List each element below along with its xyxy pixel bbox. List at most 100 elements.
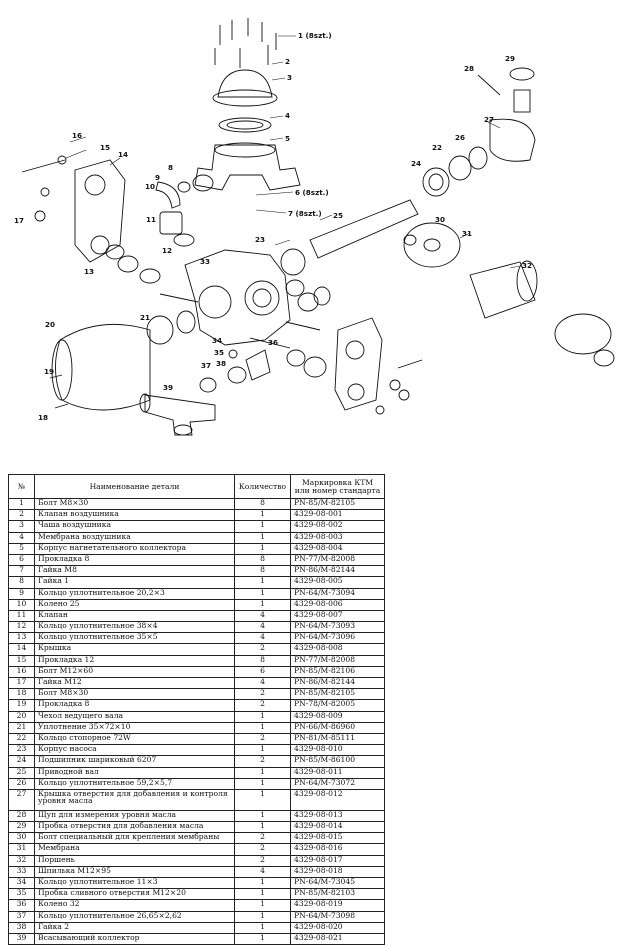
cell-part-name: Мембрана: [34, 843, 235, 856]
cell-part-name: Прокладка 12: [34, 654, 235, 667]
callout-35: 35: [214, 348, 224, 357]
cell-quantity: 1: [234, 788, 291, 811]
cell-part-name: Колено 32: [34, 899, 235, 912]
cell-part-name: Прокладка 8: [34, 553, 235, 567]
stud-33-b: [285, 321, 321, 331]
cell-part-name: Клапан воздушника: [34, 509, 235, 522]
callout-13: 13: [84, 267, 94, 276]
cell-standard: PN-64/M-73072: [290, 777, 385, 790]
cell-part-name: Кольцо уплотнительное 26,65×2,62: [34, 910, 235, 923]
cell-standard: 4329-08-021: [290, 932, 385, 945]
cell-number: 28: [8, 809, 35, 823]
ring-12-lower-right: [286, 349, 306, 367]
cell-standard: PN-77/M-82008: [290, 654, 385, 667]
cell-part-name: Всасывающий коллектор: [34, 932, 235, 945]
dipstick: [477, 74, 501, 96]
callout-11: 11: [146, 215, 156, 224]
cell-number: 37: [8, 910, 35, 923]
callout-27: 27: [484, 115, 494, 124]
nut-38: [199, 377, 217, 393]
ring-22-upper: [448, 155, 472, 181]
callout-21: 21: [140, 313, 150, 322]
cell-standard: PN-64/M-73094: [290, 587, 385, 600]
valve-11-upper: [159, 211, 183, 235]
cell-part-name: Крышка: [34, 643, 235, 656]
callout-31: 31: [462, 229, 472, 238]
cell-part-name: Прокладка 8: [34, 699, 235, 712]
cell-number: 7: [8, 565, 35, 578]
cell-quantity: 2: [234, 755, 291, 768]
shaft-cover: [55, 323, 151, 411]
cell-standard: 4329-08-013: [290, 809, 385, 823]
bolt-16-left: [21, 159, 66, 173]
cell-standard: PN-86/M-82144: [290, 676, 385, 690]
cell-number: 14: [8, 643, 35, 656]
cell-standard: 4329-08-006: [290, 598, 385, 611]
cell-quantity: 1: [234, 587, 291, 600]
cell-standard: PN-78/M-82005: [290, 699, 385, 712]
bolt-18-b: [54, 403, 69, 409]
cell-quantity: 2: [234, 643, 291, 656]
callout-15: 15: [100, 143, 110, 152]
callout-8: 8: [168, 163, 173, 172]
cell-quantity: 1: [234, 710, 291, 723]
cell-standard: PN-64/M-73096: [290, 632, 385, 645]
cell-part-name: Пробка сливного отверстия М12×20: [34, 888, 235, 901]
header-number: №: [8, 474, 35, 499]
cell-number: 24: [8, 755, 35, 768]
cell-number: 18: [8, 688, 35, 701]
ring-37: [227, 366, 247, 384]
callout-9: 9: [155, 173, 160, 182]
cell-quantity: 2: [234, 699, 291, 712]
bolt-30-right: [593, 349, 615, 367]
cell-quantity: 4: [234, 609, 291, 623]
piston: [469, 261, 536, 319]
dome-flange: [212, 89, 278, 107]
bearing-24-upper: [422, 167, 450, 197]
cell-number: 25: [8, 766, 35, 779]
callout-19: 19: [44, 367, 54, 376]
callout-1: 1 (8szt.): [298, 31, 332, 40]
callout-29: 29: [505, 54, 515, 63]
cell-part-name: Клапан: [34, 609, 235, 623]
cell-number: 33: [8, 865, 35, 879]
ring-13-left: [105, 244, 125, 260]
cell-quantity: 2: [234, 854, 291, 867]
cell-number: 6: [8, 553, 35, 567]
cell-number: 16: [8, 665, 35, 679]
cell-part-name: Кольцо уплотнительное 35×5: [34, 632, 235, 645]
callout-26: 26: [455, 133, 465, 142]
header-quantity: Количество: [234, 474, 291, 499]
cell-part-name: Кольцо уплотнительное 59,2×5,7: [34, 777, 235, 790]
callout-30: 30: [435, 215, 445, 224]
cell-quantity: 4: [234, 676, 291, 690]
cell-quantity: 1: [234, 531, 291, 544]
cell-part-name: Корпус насоса: [34, 744, 235, 757]
cell-standard: 4329-08-005: [290, 576, 385, 589]
delivery-manifold: [194, 144, 301, 191]
ring-13-right: [313, 286, 331, 306]
cell-number: 36: [8, 899, 35, 912]
cell-number: 19: [8, 699, 35, 712]
ring-12-right: [285, 279, 305, 297]
cell-number: 39: [8, 932, 35, 945]
cell-number: 2: [8, 509, 35, 522]
cell-part-name: Поршень: [34, 854, 235, 867]
stud-33-c: [249, 337, 291, 349]
cell-part-name: Щуп для измерения уровня масла: [34, 809, 235, 823]
callout-7: 7 (8szt.): [288, 209, 322, 218]
